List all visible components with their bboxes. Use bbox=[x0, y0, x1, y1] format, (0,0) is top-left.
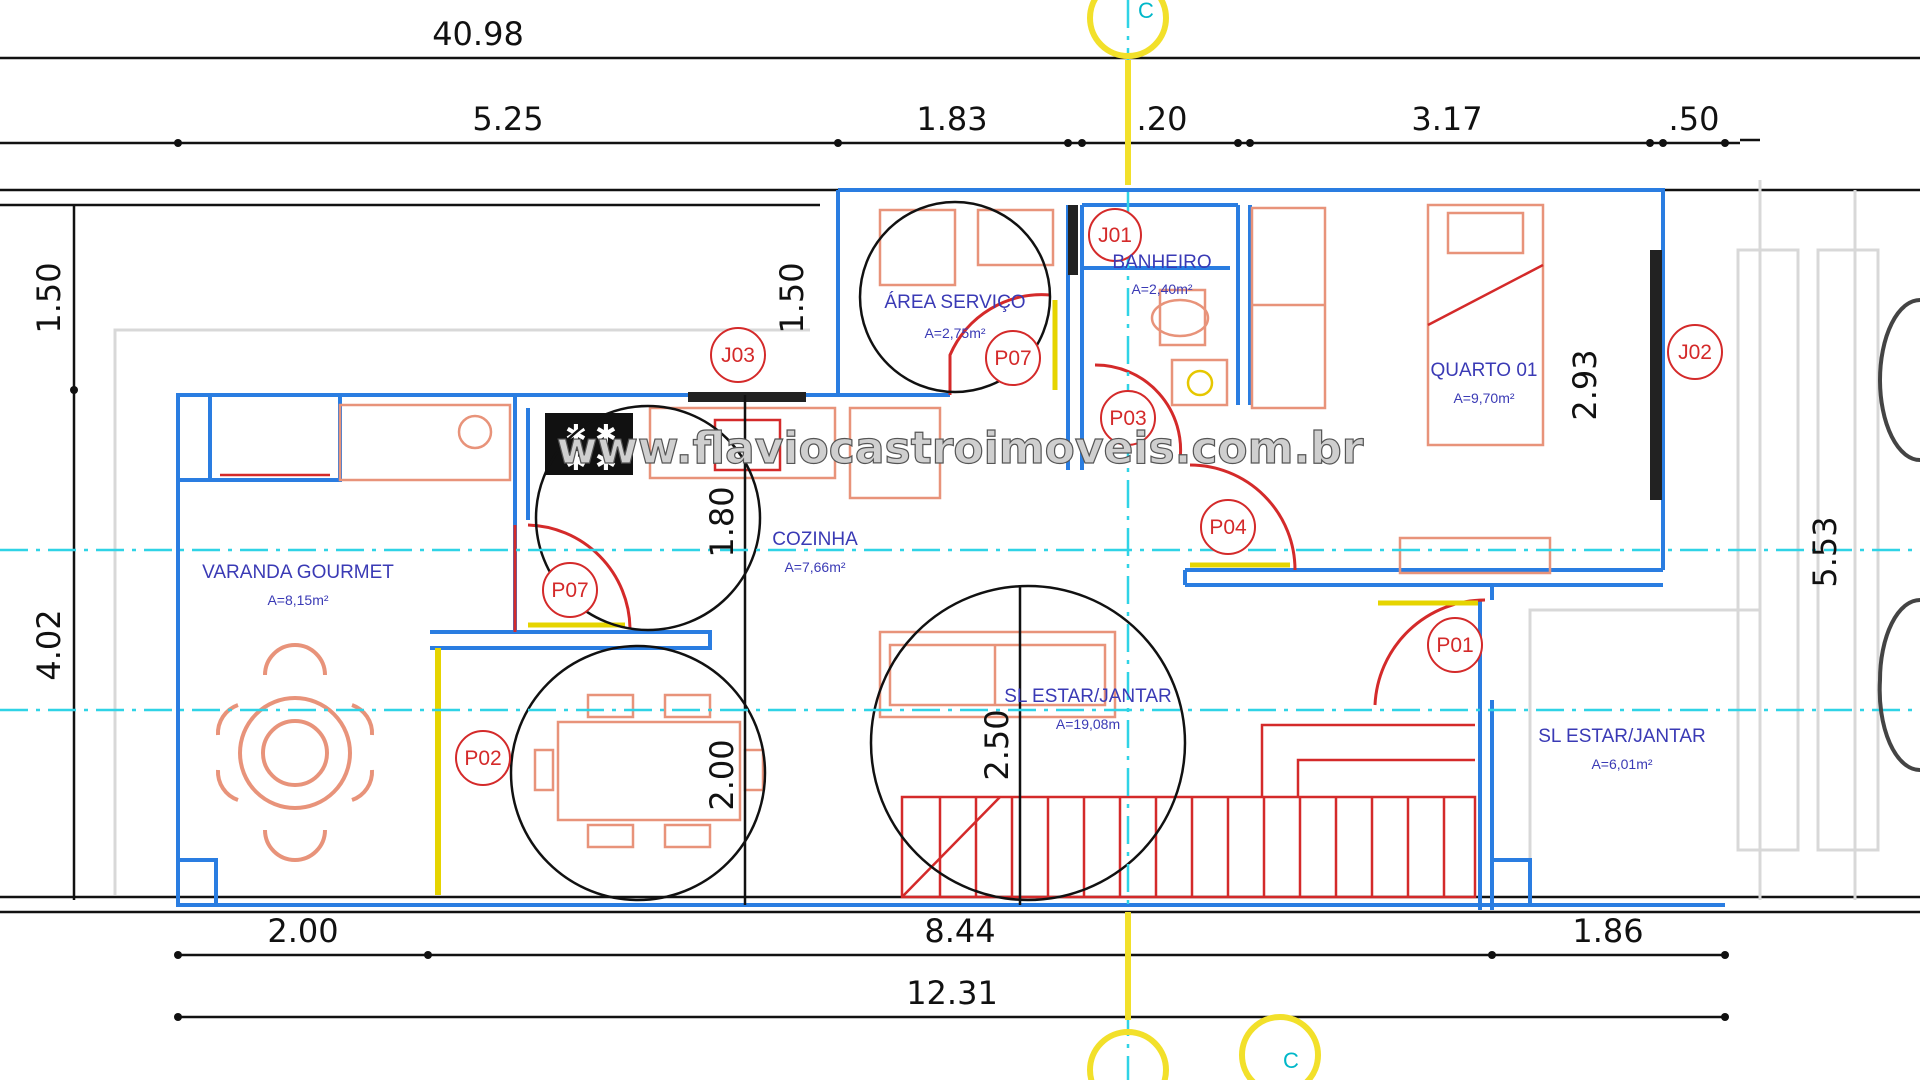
door-swing-p07-kitchen bbox=[527, 523, 632, 629]
dim-total-bottom: 12.31 bbox=[906, 974, 998, 1012]
room-label-varanda: VARANDA GOURMET bbox=[202, 562, 394, 583]
round-table-icon bbox=[215, 643, 375, 862]
tag-circle-p07-service bbox=[985, 330, 1041, 386]
room-area-varanda: A=8,15m² bbox=[267, 592, 328, 608]
dim-right-depth: 5.53 bbox=[1806, 516, 1844, 587]
room-area-bedroom: A=9,70m² bbox=[1453, 390, 1514, 406]
tag-p03: P03 bbox=[1109, 407, 1146, 430]
dim-living: 2.50 bbox=[978, 709, 1016, 780]
window-j01 bbox=[1068, 205, 1078, 275]
tag-p02: P02 bbox=[464, 747, 501, 770]
dining-table-icon bbox=[533, 693, 765, 849]
dim-top-3: .20 bbox=[1137, 100, 1188, 138]
dim-service-height: 1.50 bbox=[773, 262, 811, 333]
room-label-bedroom: QUARTO 01 bbox=[1430, 360, 1537, 381]
tag-p04: P04 bbox=[1209, 516, 1247, 539]
room-label-kitchen: COZINHA bbox=[772, 529, 858, 550]
shower-icon bbox=[1170, 358, 1229, 407]
dim-bottom-3: 1.86 bbox=[1572, 912, 1643, 950]
stairs bbox=[900, 723, 1477, 899]
kitchen-sink-icon bbox=[713, 418, 782, 472]
tag-p07-service: P07 bbox=[994, 347, 1031, 370]
dim-top-4: 3.17 bbox=[1411, 100, 1482, 138]
tag-circle-p02 bbox=[455, 730, 511, 786]
room-area-living: A=19,08m bbox=[1056, 716, 1120, 732]
tag-circle-p01 bbox=[1427, 617, 1483, 673]
room-label-service: ÁREA SERVIÇO bbox=[884, 292, 1025, 313]
door-swing-p04 bbox=[1189, 463, 1297, 571]
dimension-ticks bbox=[70, 139, 1729, 1021]
watermark: www.flaviocastroimoveis.com.br bbox=[557, 423, 1364, 474]
room-label-living-2: SL ESTAR/JANTAR bbox=[1538, 726, 1706, 747]
tag-circle-j03 bbox=[710, 327, 766, 383]
svg-text:✱: ✱ bbox=[595, 420, 617, 450]
tag-p07-kitchen: P07 bbox=[551, 579, 588, 602]
tag-circle-p07-kitchen bbox=[542, 562, 598, 618]
svg-text:✱: ✱ bbox=[595, 447, 617, 477]
dim-bottom-2: 8.44 bbox=[924, 912, 995, 950]
room-area-living-2: A=6,01m² bbox=[1591, 756, 1652, 772]
axis-label-bottom: C bbox=[1283, 1048, 1299, 1073]
grill-icon bbox=[457, 414, 493, 450]
tag-circles bbox=[455, 208, 1723, 786]
toilet-icon bbox=[1158, 288, 1207, 347]
stair-steps bbox=[938, 797, 1446, 897]
doors bbox=[435, 293, 1486, 895]
kitchen-counter-icon bbox=[648, 406, 837, 480]
dim-top-1: 5.25 bbox=[472, 100, 543, 138]
dim-kitchen: 1.80 bbox=[703, 486, 741, 557]
dim-left-bottom: 4.02 bbox=[30, 609, 68, 680]
room-label-living: SL ESTAR/JANTAR bbox=[1004, 686, 1172, 707]
dim-top-5: .50 bbox=[1669, 100, 1720, 138]
door-swing-p03 bbox=[1094, 363, 1183, 461]
bed-icon bbox=[1426, 203, 1545, 447]
sink-tank-icon bbox=[976, 208, 1055, 267]
dim-top-2: 1.83 bbox=[916, 100, 987, 138]
fridge-icon bbox=[848, 406, 942, 500]
boundary-lines bbox=[113, 180, 1880, 900]
svg-text:✱: ✱ bbox=[565, 447, 587, 477]
room-label-bath: BANHEIRO bbox=[1112, 252, 1211, 273]
turning-circles bbox=[509, 200, 1187, 905]
tag-j02: J02 bbox=[1678, 341, 1712, 364]
window-j02 bbox=[1650, 250, 1662, 500]
sofa-icon bbox=[878, 630, 1117, 719]
desk-icon bbox=[1398, 536, 1552, 575]
parked-car-icon bbox=[1877, 298, 1920, 773]
tag-circle-p04 bbox=[1200, 499, 1256, 555]
door-swing-p07-service bbox=[948, 293, 1051, 395]
tag-circle-p03 bbox=[1100, 390, 1156, 446]
furniture bbox=[215, 203, 1552, 862]
tag-p01: P01 bbox=[1436, 634, 1473, 657]
dim-left-top: 1.50 bbox=[30, 262, 68, 333]
section-marker bbox=[1087, 0, 1321, 1080]
axis-label-top: C bbox=[1138, 0, 1154, 23]
walls bbox=[176, 188, 1725, 910]
room-area-service: A=2,75m² bbox=[924, 325, 985, 341]
dim-total-top: 40.98 bbox=[432, 15, 524, 53]
tag-circle-j02 bbox=[1667, 324, 1723, 380]
windows bbox=[688, 205, 1662, 500]
tag-circle-j01 bbox=[1088, 208, 1142, 262]
dim-bath-height: 2.93 bbox=[1566, 349, 1604, 420]
gourmet-counter-icon bbox=[338, 403, 512, 482]
tag-j03: J03 bbox=[721, 344, 755, 367]
dim-bottom-1: 2.00 bbox=[267, 912, 338, 950]
window-j03 bbox=[688, 392, 806, 402]
room-area-bath: A=2,40m² bbox=[1131, 281, 1192, 297]
wardrobe-icon bbox=[1250, 206, 1327, 410]
dim-dining: 2.00 bbox=[703, 739, 741, 810]
tag-j01: J01 bbox=[1098, 224, 1132, 247]
washing-machine-icon bbox=[878, 208, 957, 287]
room-area-kitchen: A=7,66m² bbox=[784, 559, 845, 575]
